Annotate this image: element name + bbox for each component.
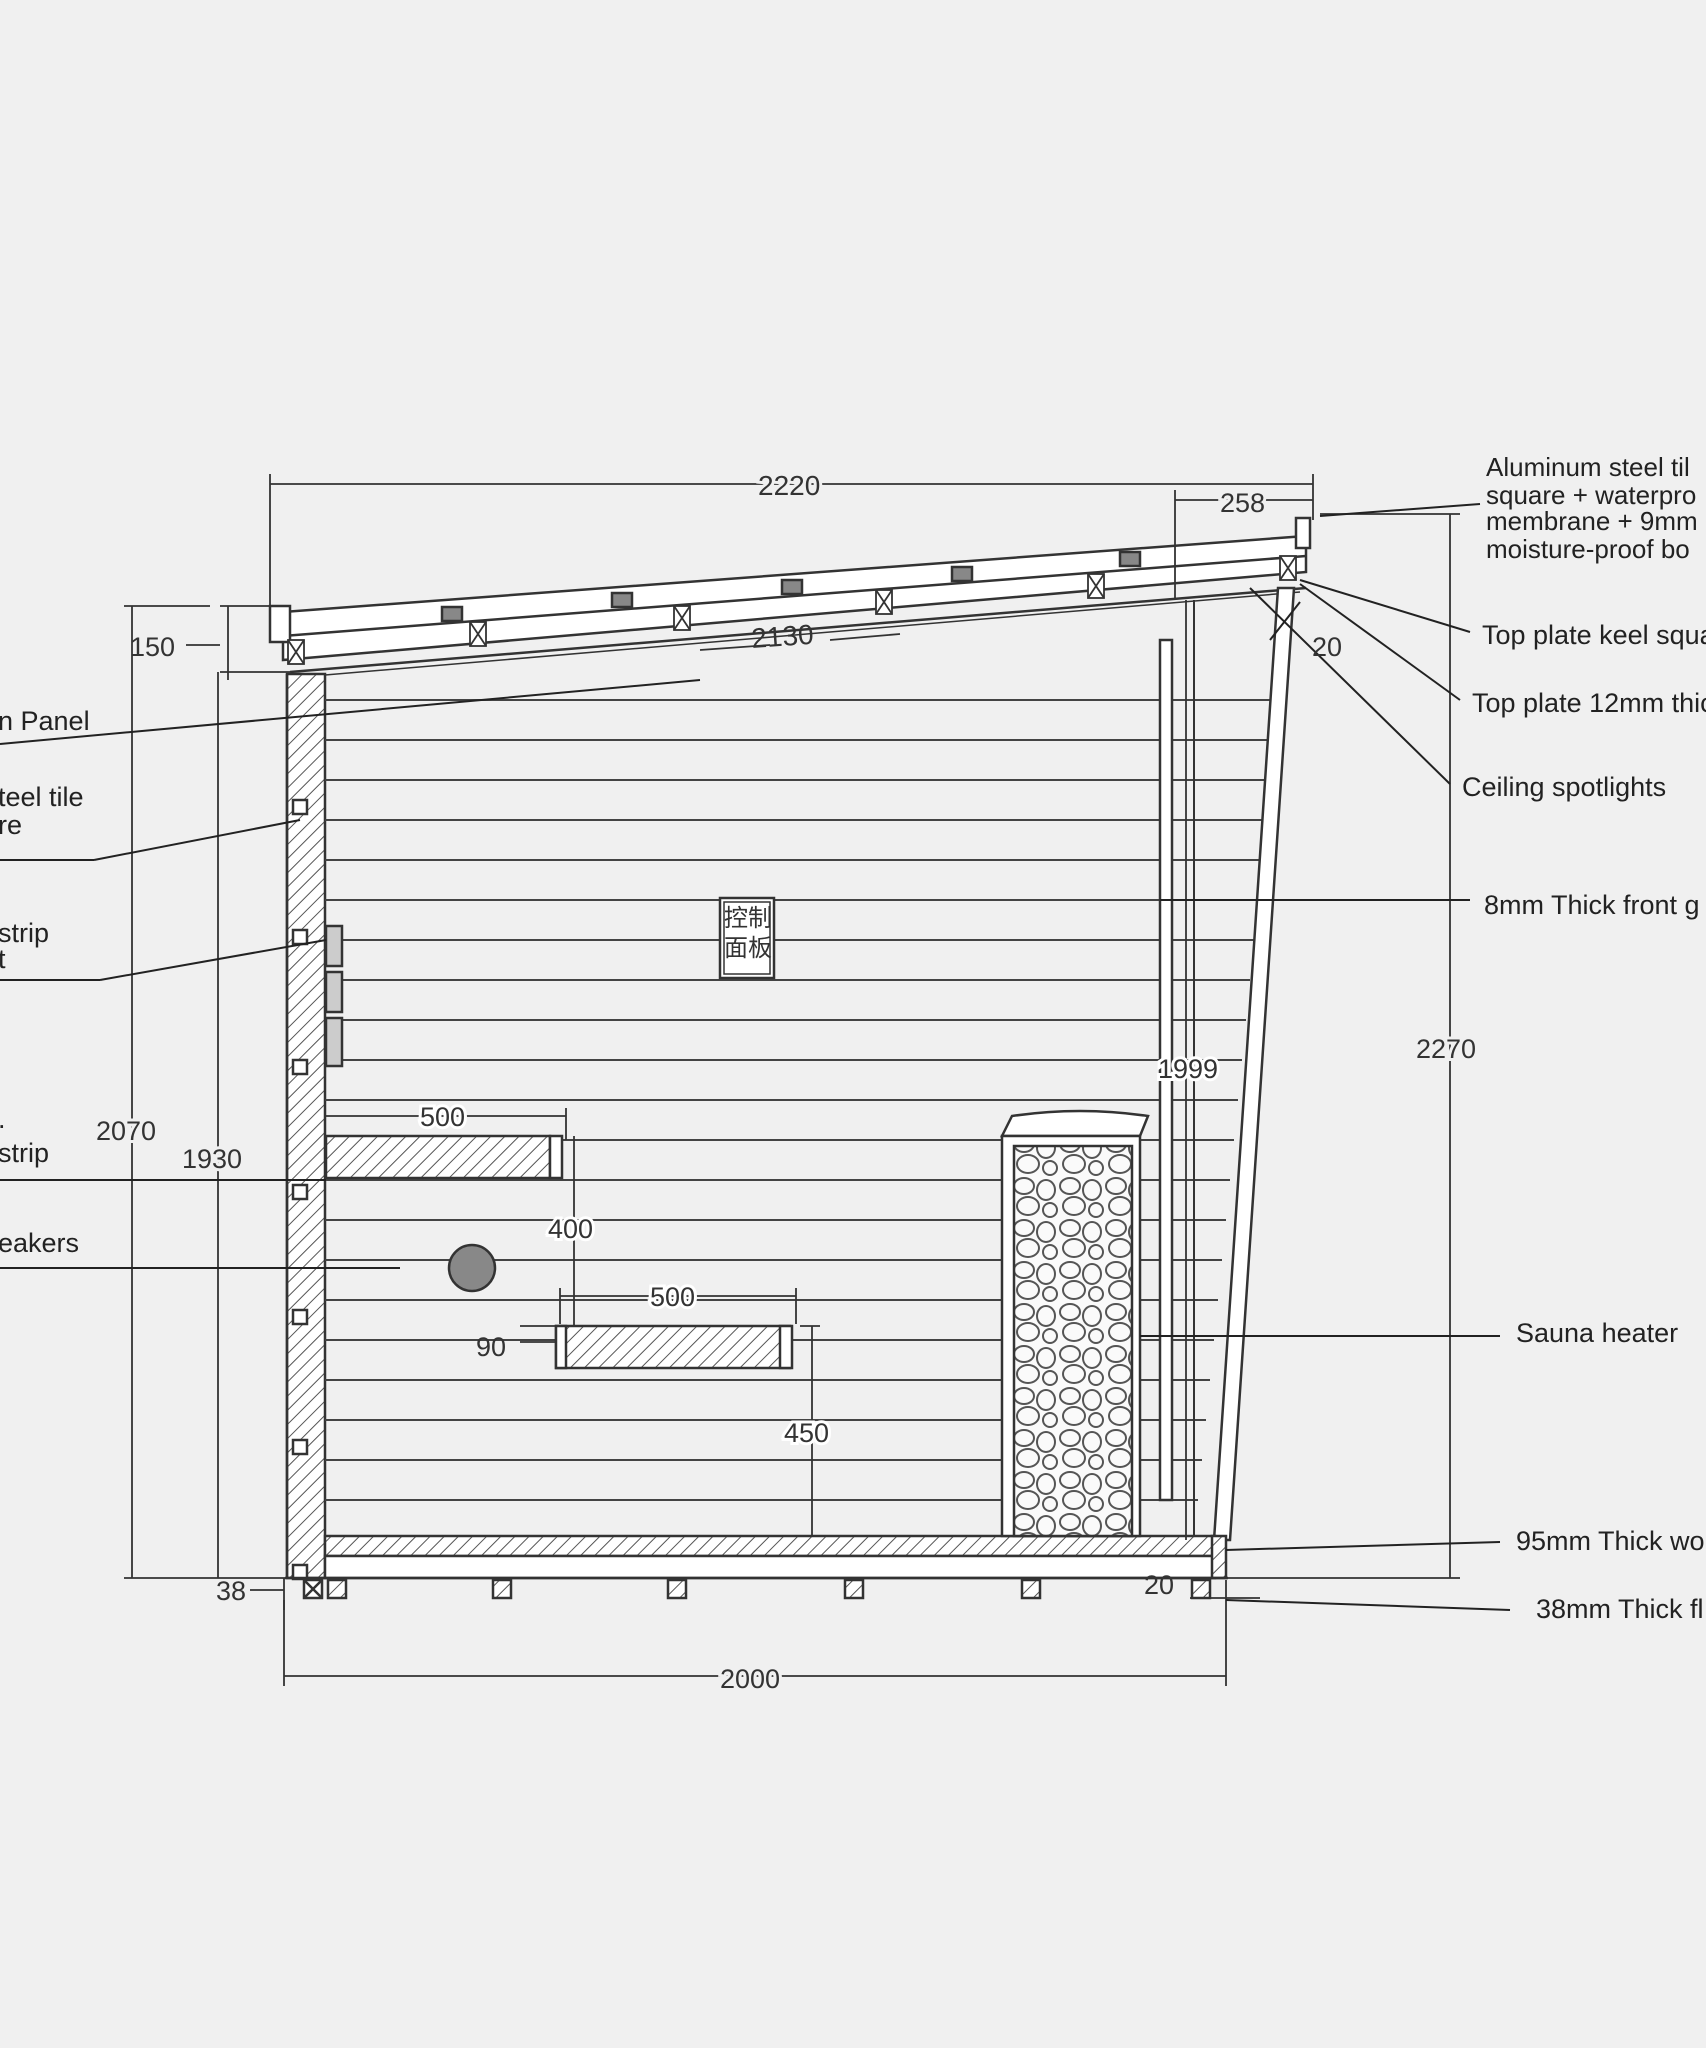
dimension-lines [124,474,1460,1686]
door-handle [1158,638,1174,1502]
dimension-labels: 2220 258 150 2130 20 2070 1930 1999 2270… [93,467,1479,1697]
upper-bench [324,1134,552,1180]
floor-joists [302,1578,1212,1600]
roof-joists [287,555,1297,665]
callout-strip-2: t [0,944,6,974]
dim-2130: 2130 [750,619,814,654]
callout-strip-1: strip [0,918,49,948]
dim-500-upper: 500 [420,1102,465,1132]
dim-1930: 1930 [182,1144,242,1174]
dim-1999: 1999 [1158,1054,1218,1084]
dim-150: 150 [130,632,175,662]
callout-top-plate-12mm: Top plate 12mm thic [1472,688,1706,718]
callout-roof-2: square + waterpro [1486,480,1696,510]
roof-assembly [281,534,1308,662]
led-strip [324,924,344,1068]
wood-floor [323,1534,1217,1558]
speaker [447,1243,497,1293]
dim-20-top: 20 [1312,632,1342,662]
control-panel [718,896,776,980]
callout-roof-4: moisture-proof bo [1486,534,1690,564]
control-panel-text-1: 控制 [724,904,772,932]
dim-400: 400 [548,1214,593,1244]
dim-500-lower: 500 [650,1282,695,1312]
lower-bench [554,1324,792,1370]
callout-ceiling-spotlights: Ceiling spotlights [1462,772,1666,802]
callout-strip-lower-2: strip [0,1138,49,1168]
callout-steel-tile-1: teel tile [0,782,84,812]
leader-lines [0,503,1511,1611]
callout-floor-38: 38mm Thick fl [1536,1594,1704,1624]
callout-sauna-heater: Sauna heater [1516,1318,1678,1348]
callout-steel-tile-2: re [0,810,22,840]
callout-speakers: eakers [0,1228,79,1258]
callout-panel: n Panel [0,706,90,736]
control-panel-text-2: 面板 [724,934,772,962]
callout-roof-1: Aluminum steel til [1486,452,1690,482]
front-glass-wall [1212,586,1296,1542]
callout-roof-3: membrane + 9mm [1486,506,1698,536]
dim-90: 90 [476,1332,506,1362]
callout-strip-lower-1: . [0,1104,6,1134]
dim-450: 450 [784,1418,829,1448]
callout-top-plate-keel: Top plate keel squa [1482,620,1706,650]
dim-2000: 2000 [720,1664,780,1694]
right-callouts: Aluminum steel til square + waterpro mem… [1462,452,1706,1624]
dim-2220: 2220 [758,470,820,501]
dim-2070: 2070 [96,1116,156,1146]
dim-38: 38 [216,1576,246,1606]
dim-2270: 2270 [1416,1034,1476,1064]
callout-wood-95: 95mm Thick wo [1516,1526,1705,1556]
sauna-heater [999,1109,1150,1538]
dim-20-bottom: 20 [1144,1570,1174,1600]
dim-258: 258 [1220,488,1265,518]
callout-front-glass: 8mm Thick front g [1484,890,1700,920]
left-callouts: n Panel teel tile re strip t . strip eak… [0,706,90,1258]
